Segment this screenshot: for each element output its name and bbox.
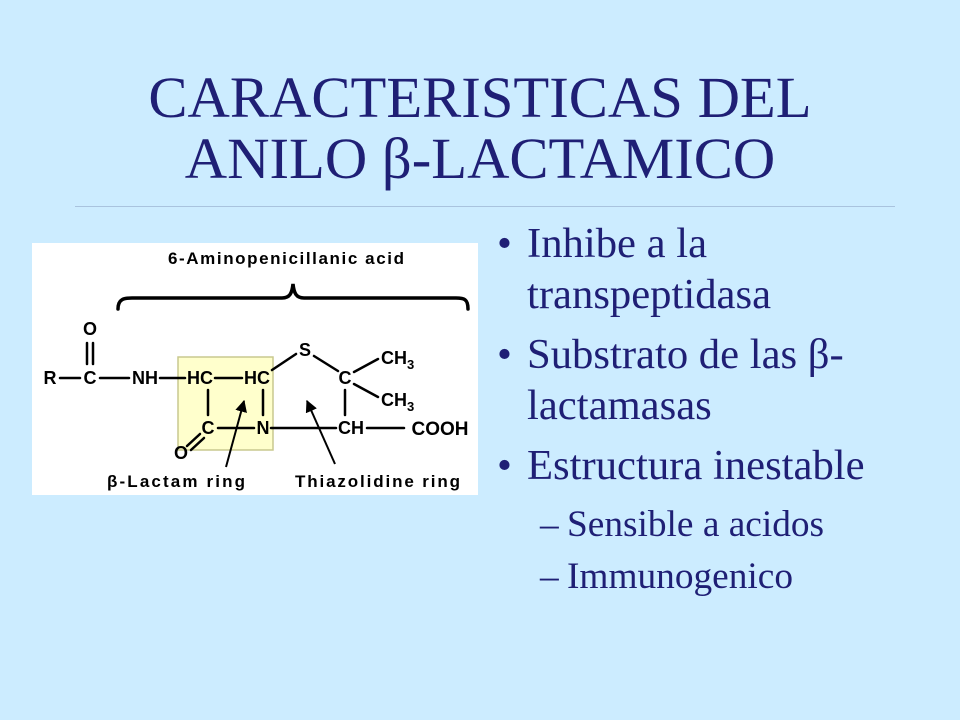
sub-bullet-list: – Sensible a acidos – Immunogenico: [540, 503, 917, 600]
lactam-oxygen-atom: O: [174, 443, 188, 463]
sub-bullet-text: Immunogenico: [567, 556, 793, 598]
beta-lactam-ring-highlight: [177, 356, 274, 451]
bond-hc-s: [270, 352, 298, 372]
lactam-ring-arrow: [225, 399, 247, 468]
bullet-marker: •: [497, 220, 512, 267]
bullet-marker: •: [497, 331, 512, 378]
lactam-carbonyl-bond-a: [185, 432, 202, 448]
sub-bullet-item: – Immunogenico: [540, 555, 917, 600]
sub-bullet-dash: –: [540, 556, 559, 598]
sub-bullet-dash: –: [540, 504, 559, 545]
bond-c-methyl-bottom: [352, 382, 380, 399]
bond-s-c: [312, 354, 340, 373]
gem-dimethyl-carbon-atom: C: [339, 368, 352, 388]
thiazolidine-ring-label: Thiazolidine ring: [295, 472, 460, 491]
r-group-atom: R: [44, 368, 57, 388]
lactam-ring-label: β-Lactam ring: [107, 472, 245, 491]
hc-left-atom: HC: [187, 368, 213, 388]
penicillin-structure-diagram: 6-Aminopenicillanic acid O R C NH HC HC …: [32, 243, 478, 495]
lactam-carbonyl-bond-b: [189, 436, 206, 452]
ring-ch-atom: CH: [338, 418, 364, 438]
sulfur-atom: S: [299, 340, 311, 360]
bullet-text: Substrato de las β-lactamasas: [527, 331, 844, 429]
methyl-top-group: CH3: [381, 348, 414, 372]
curly-brace: [116, 283, 470, 311]
bullet-item: • Substrato de las β-lactamasas: [497, 329, 917, 431]
aminopenicillanic-acid-label: 6-Aminopenicillanic acid: [168, 249, 404, 268]
bullet-item: • Inhibe a la transpeptidasa: [497, 218, 917, 320]
thiazolidine-ring-arrow: [305, 399, 336, 465]
lactam-carbon-atom: C: [202, 418, 215, 438]
title-divider: [75, 206, 895, 207]
methyl-bottom-ch: CH: [381, 390, 407, 410]
slide-title: CARACTERISTICAS DEL ANILO β-LACTAMICO: [148, 65, 812, 191]
methyl-top-ch: CH: [381, 348, 407, 368]
sub-bullet-item: – Sensible a acidos: [540, 503, 917, 548]
bullet-text: Estructura inestable: [527, 442, 865, 489]
methyl-bottom-subscript: 3: [407, 399, 414, 414]
bullet-text: Inhibe a la transpeptidasa: [527, 220, 772, 318]
bullet-list: • Inhibe a la transpeptidasa • Substrato…: [497, 218, 917, 600]
carbonyl-carbon-atom: C: [84, 368, 97, 388]
bullet-item: • Estructura inestable: [497, 440, 917, 491]
carboxyl-group: COOH: [412, 419, 469, 440]
methyl-bottom-group: CH3: [381, 390, 414, 414]
sub-bullet-text: Sensible a acidos: [567, 504, 825, 545]
carbonyl-oxygen-atom: O: [83, 319, 97, 339]
bullet-marker: •: [497, 442, 512, 489]
lactam-nitrogen-atom: N: [257, 418, 270, 438]
hc-right-atom: HC: [244, 368, 270, 388]
amide-nh-atom: NH: [132, 368, 158, 388]
methyl-top-subscript: 3: [407, 357, 414, 372]
bond-c-methyl-top: [352, 357, 380, 374]
